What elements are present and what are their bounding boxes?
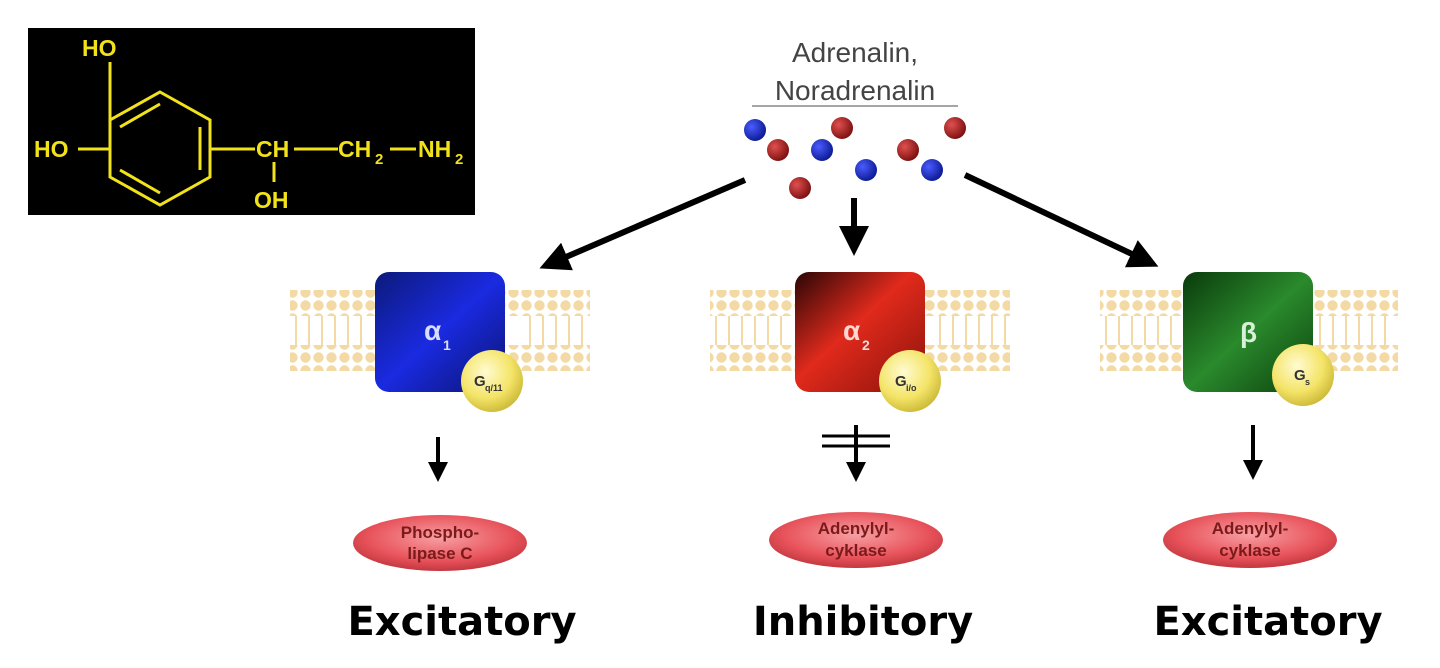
gs-subscript: s: [1305, 377, 1310, 387]
arrow-to-alpha1: [539, 177, 747, 271]
adenylyl-cyclase-enzyme: [1163, 512, 1337, 568]
noradrenaline-molecule: [921, 159, 943, 181]
beta-symbol: β: [1240, 317, 1257, 348]
enzyme-line-1: Phospho-: [401, 523, 479, 542]
ho-left-label: HO: [34, 136, 69, 162]
receptor-beta: β G s Adenylyl- cyklase Excitatory: [1153, 272, 1383, 645]
ch2-label: CH: [338, 136, 371, 162]
ch-label: CH: [256, 136, 289, 162]
noradrenaline-molecule: [855, 159, 877, 181]
ch2-subscript: 2: [375, 151, 383, 168]
alpha1-subscript: 1: [443, 337, 451, 353]
arrow-to-beta: [963, 172, 1159, 268]
alpha2-subscript: 2: [862, 337, 870, 353]
adrenaline-molecule: [944, 117, 966, 139]
nh2-label: NH: [418, 136, 451, 162]
molecule-background: [28, 28, 475, 215]
ligand-line-2: Noradrenalin: [775, 75, 935, 106]
effect-label: Inhibitory: [753, 599, 973, 645]
enzyme-line-1: Adenylyl-: [1212, 519, 1289, 538]
oh-label: OH: [254, 187, 289, 213]
ligand-label: Adrenalin, Noradrenalin: [752, 37, 958, 107]
adrenaline-structure: HO HO CH CH 2 NH 2 OH: [28, 28, 475, 215]
enzyme-line-2: cyklase: [1219, 541, 1280, 560]
gio-protein: [879, 350, 941, 412]
gq11-label: G: [474, 373, 486, 390]
enzyme-line-1: Adenylyl-: [818, 519, 895, 538]
effect-label: Excitatory: [1153, 599, 1382, 645]
adrenaline-molecule: [767, 139, 789, 161]
gio-subscript: i/o: [906, 383, 917, 393]
ho-top-label: HO: [82, 35, 117, 61]
adenylyl-cyclase-enzyme: [769, 512, 943, 568]
phospholipase-c-enzyme: [353, 515, 527, 571]
noradrenaline-molecule: [811, 139, 833, 161]
gs-protein: [1272, 344, 1334, 406]
gio-label: G: [895, 373, 907, 390]
receptor-alpha2: α 2 G i/o Adenylyl- cyklase Inhibitory: [753, 272, 973, 645]
effect-label: Excitatory: [347, 599, 576, 645]
enzyme-line-2: lipase C: [407, 544, 472, 563]
adrenaline-molecule: [789, 177, 811, 199]
ligand-molecules: [744, 117, 966, 199]
nh2-subscript: 2: [455, 151, 463, 168]
ligand-line-1: Adrenalin,: [792, 37, 918, 68]
enzyme-line-2: cyklase: [825, 541, 886, 560]
gq11-subscript: q/11: [485, 383, 503, 393]
receptor-alpha1: α 1 G q/11 Phospho- lipase C Excitatory: [347, 272, 577, 645]
gq11-protein: [461, 350, 523, 412]
alpha1-symbol: α: [424, 315, 441, 346]
adrenaline-molecule: [897, 139, 919, 161]
noradrenaline-molecule: [744, 119, 766, 141]
gs-label: G: [1294, 367, 1306, 384]
adrenaline-molecule: [831, 117, 853, 139]
alpha2-symbol: α: [843, 315, 860, 346]
